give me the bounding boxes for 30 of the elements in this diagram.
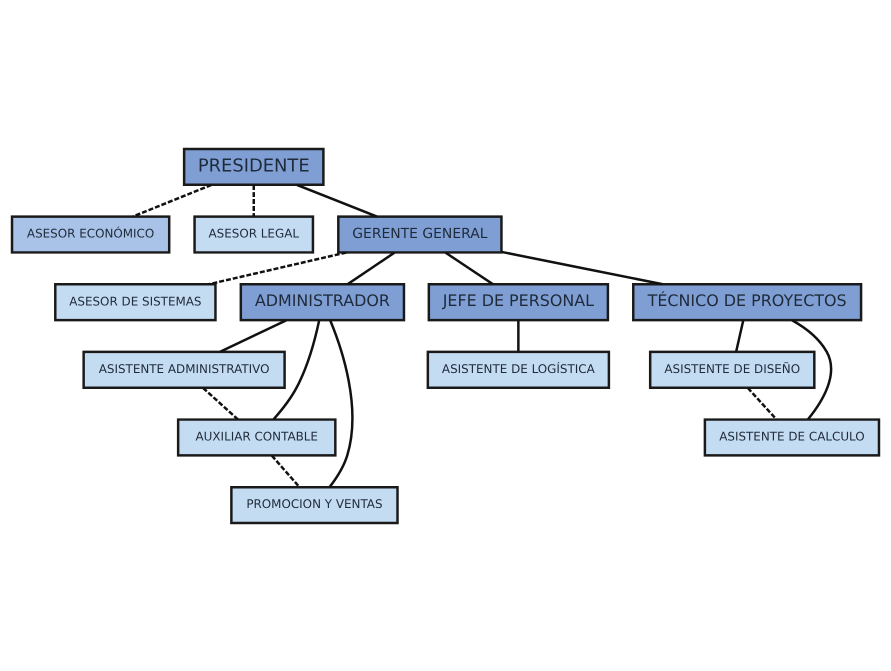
node-box: ASISTENTE DE LOGÍSTICA [426,350,610,388]
node-box: ASESOR DE SISTEMAS [54,282,217,321]
node-box: ADMINISTRADOR [240,282,406,321]
connector [734,320,744,352]
connector [328,319,354,488]
connector [346,251,396,285]
node-box: TÉCNICO DE PROYECTOS [632,282,862,321]
connector [747,386,778,420]
connector [501,250,663,285]
connector [219,318,287,352]
node-box: ASISTENTE DE CALCULO [704,418,880,456]
connector [208,250,347,285]
node-box: PROMOCION Y VENTAS [230,485,399,524]
node-box: ASESOR ECONÓMICO [10,214,170,254]
node-box: GERENTE GENERAL [337,214,503,254]
node-box: ASISTENTE DE DISEÑO [648,350,816,388]
connector [296,183,378,218]
connector [132,183,212,218]
connector [202,386,239,420]
connector [444,251,494,285]
node-box: ASISTENTE ADMINISTRATIVO [82,350,286,388]
node-box: JEFE DE PERSONAL [428,282,610,321]
node-box: AUXILIAR CONTABLE [176,418,337,456]
connector [517,320,520,351]
connector [791,318,832,420]
connector [272,319,320,420]
node-box: PRESIDENTE [182,147,325,186]
connector [252,184,255,216]
node-box: ASESOR LEGAL [193,214,314,254]
connector [270,454,300,488]
